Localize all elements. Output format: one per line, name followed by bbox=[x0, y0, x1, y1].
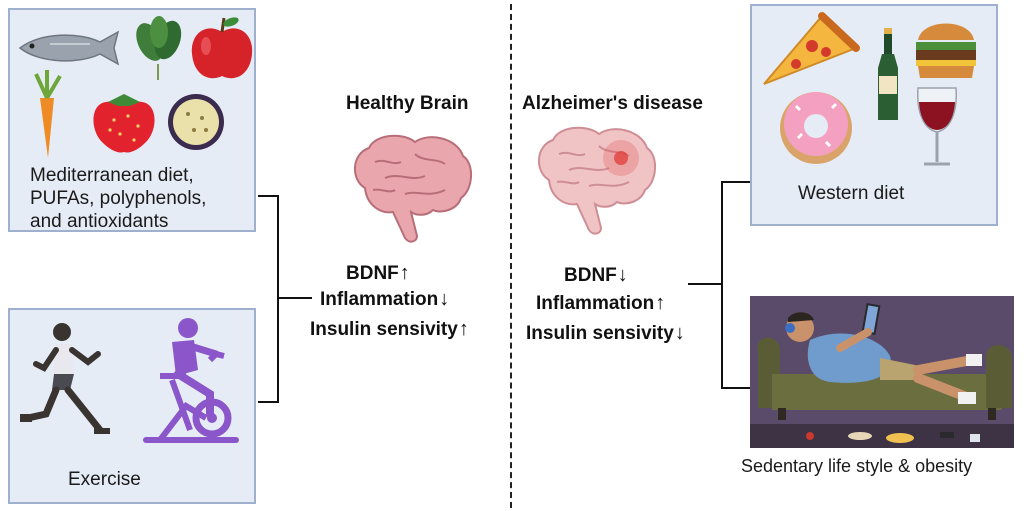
western-foods-illustration bbox=[763, 12, 976, 166]
western-diet-box: Western diet bbox=[750, 4, 998, 226]
floor-junk-food-icon bbox=[806, 432, 980, 443]
mediterranean-diet-box: Mediterranean diet, PUFAs, polyphenols, … bbox=[8, 8, 256, 232]
ad-factor-bdnf: BDNF↓ bbox=[564, 264, 628, 287]
left-bracket-connector bbox=[258, 195, 312, 403]
healthy-factor-insulin: Insulin sensivity↑ bbox=[310, 318, 469, 341]
exercise-box: Exercise bbox=[8, 308, 256, 504]
down-arrow-icon: ↓ bbox=[439, 288, 450, 310]
carrot-icon bbox=[34, 70, 62, 158]
sedentary-obesity-illustration bbox=[750, 296, 1014, 448]
factor-label: Inflammation bbox=[320, 289, 439, 310]
healthy-foods-illustration bbox=[18, 16, 253, 158]
exercise-caption: Exercise bbox=[68, 469, 141, 490]
center-divider bbox=[510, 4, 512, 508]
up-arrow-icon: ↑ bbox=[458, 318, 469, 340]
up-arrow-icon: ↑ bbox=[399, 262, 410, 284]
factor-label: BDNF bbox=[346, 263, 399, 284]
down-arrow-icon: ↓ bbox=[674, 322, 685, 344]
down-arrow-icon: ↓ bbox=[617, 264, 628, 286]
factor-label: Inflammation bbox=[536, 293, 655, 314]
wine-glass-icon bbox=[917, 87, 957, 166]
wine-bottle-icon bbox=[878, 28, 898, 120]
factor-label: BDNF bbox=[564, 265, 617, 286]
stationary-bike-icon bbox=[143, 318, 239, 443]
strawberry-icon bbox=[93, 94, 155, 153]
fish-icon bbox=[18, 30, 120, 66]
burger-icon bbox=[916, 23, 976, 78]
healthy-factor-bdnf: BDNF↑ bbox=[346, 262, 410, 285]
healthy-brain-icon bbox=[354, 134, 472, 243]
factor-label: Insulin sensivity bbox=[526, 323, 674, 344]
apple-icon bbox=[191, 17, 253, 79]
ad-factor-inflammation: Inflammation↑ bbox=[536, 292, 665, 315]
pizza-slice-icon bbox=[763, 12, 860, 85]
mediterranean-diet-caption: Mediterranean diet, PUFAs, polyphenols, … bbox=[30, 165, 207, 232]
exercise-illustration bbox=[20, 318, 239, 443]
ad-factor-insulin: Insulin sensivity↓ bbox=[526, 322, 685, 345]
up-arrow-icon: ↑ bbox=[655, 292, 666, 314]
factor-label: Insulin sensivity bbox=[310, 319, 458, 340]
alzheimers-brain-icon bbox=[538, 126, 656, 235]
donut-icon bbox=[780, 92, 852, 164]
lesion-core bbox=[614, 151, 628, 165]
person-on-couch-icon bbox=[785, 303, 982, 404]
right-bracket-connector bbox=[688, 181, 750, 389]
runner-icon bbox=[20, 323, 110, 434]
spinach-icon bbox=[136, 16, 182, 80]
western-diet-caption: Western diet bbox=[798, 183, 905, 204]
alzheimers-title: Alzheimer's disease bbox=[522, 93, 703, 114]
healthy-factor-inflammation: Inflammation↓ bbox=[320, 288, 449, 311]
healthy-brain-title: Healthy Brain bbox=[346, 93, 469, 114]
eggplant-slice-icon bbox=[168, 94, 224, 150]
sedentary-caption: Sedentary life style & obesity bbox=[741, 456, 973, 476]
